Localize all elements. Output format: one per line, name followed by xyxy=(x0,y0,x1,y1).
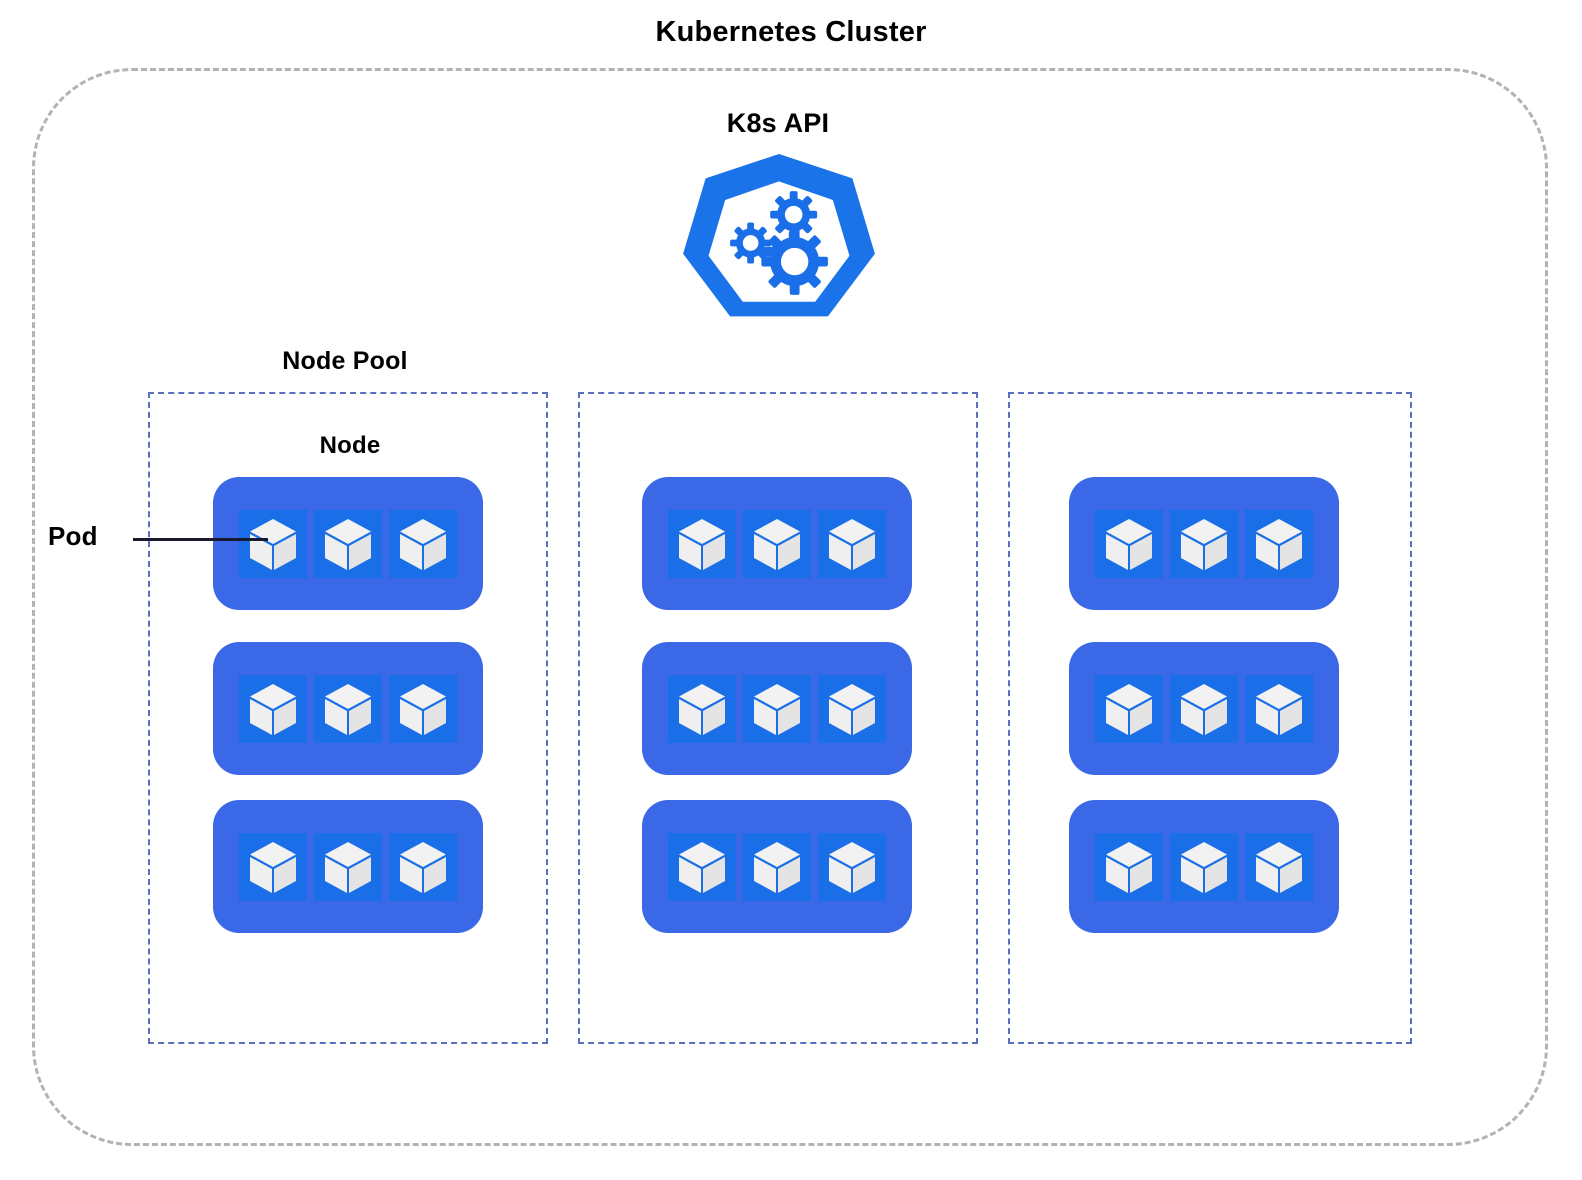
node-label: Node xyxy=(319,432,381,459)
k8s-api-label: K8s API xyxy=(726,108,830,138)
cluster-title: Kubernetes Cluster xyxy=(655,16,927,48)
node[interactable] xyxy=(642,642,912,775)
pod-label: Pod xyxy=(48,521,98,551)
pod-cube-icon[interactable] xyxy=(1095,509,1163,578)
pod-cube-icon[interactable] xyxy=(818,832,886,901)
pod-cube-icon[interactable] xyxy=(668,509,736,578)
pod-cube-icon[interactable] xyxy=(314,832,382,901)
pod-leader-line xyxy=(133,538,268,541)
node[interactable] xyxy=(642,477,912,610)
node[interactable] xyxy=(1069,477,1339,610)
pod-cube-icon[interactable] xyxy=(668,832,736,901)
node[interactable] xyxy=(213,800,483,933)
node[interactable] xyxy=(213,477,483,610)
pod-cube-icon[interactable] xyxy=(1170,674,1238,743)
pod-cube-icon[interactable] xyxy=(389,674,457,743)
pod-cube-icon[interactable] xyxy=(818,509,886,578)
pod-cube-icon[interactable] xyxy=(1095,674,1163,743)
pod-cube-icon[interactable] xyxy=(314,674,382,743)
pod-cube-icon[interactable] xyxy=(743,509,811,578)
pod-cube-icon[interactable] xyxy=(1170,509,1238,578)
pod-cube-icon[interactable] xyxy=(389,832,457,901)
node[interactable] xyxy=(1069,800,1339,933)
pod-cube-icon[interactable] xyxy=(239,509,307,578)
pod-cube-icon[interactable] xyxy=(239,832,307,901)
kubernetes-logo-icon xyxy=(681,152,877,334)
pod-cube-icon[interactable] xyxy=(1170,832,1238,901)
pod-cube-icon[interactable] xyxy=(314,509,382,578)
pod-cube-icon[interactable] xyxy=(668,674,736,743)
cluster-boundary xyxy=(32,68,1548,1146)
pod-cube-icon[interactable] xyxy=(1245,509,1313,578)
node[interactable] xyxy=(1069,642,1339,775)
node[interactable] xyxy=(213,642,483,775)
pod-cube-icon[interactable] xyxy=(743,832,811,901)
pod-cube-icon[interactable] xyxy=(239,674,307,743)
pod-cube-icon[interactable] xyxy=(1245,674,1313,743)
pod-cube-icon[interactable] xyxy=(743,674,811,743)
node[interactable] xyxy=(642,800,912,933)
pod-cube-icon[interactable] xyxy=(1095,832,1163,901)
pod-cube-icon[interactable] xyxy=(389,509,457,578)
pod-cube-icon[interactable] xyxy=(1245,832,1313,901)
node-pool-3[interactable] xyxy=(1008,392,1412,1044)
node-pool-label: Node Pool xyxy=(282,347,408,375)
pod-cube-icon[interactable] xyxy=(818,674,886,743)
node-pool-1[interactable] xyxy=(148,392,548,1044)
node-pool-2[interactable] xyxy=(578,392,978,1044)
